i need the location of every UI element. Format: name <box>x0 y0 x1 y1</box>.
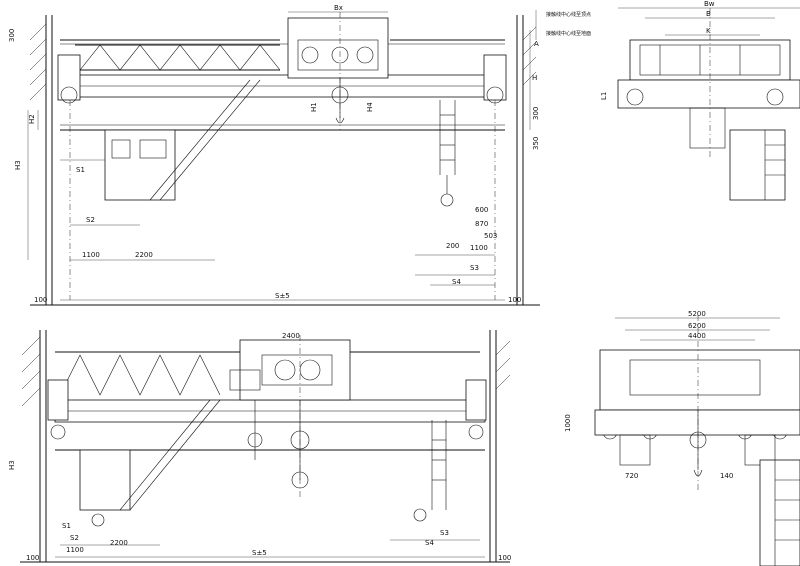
note-1: 接触线中心线至顶点 <box>546 11 591 18</box>
label-h4: H4 <box>366 102 374 112</box>
label-h: H <box>532 74 537 82</box>
label-2200-bottom: 2200 <box>110 539 128 547</box>
label-h3-bottom: H3 <box>8 460 16 470</box>
label-s3-bottom: S3 <box>440 529 449 537</box>
label-1100-bottom: 1100 <box>66 546 84 554</box>
label-a: A <box>534 40 539 48</box>
label-2400: 2400 <box>282 332 300 340</box>
top-right-side-view: Bw B K L1 <box>600 0 800 201</box>
label-720: 720 <box>625 472 638 480</box>
label-h3: H3 <box>14 160 22 170</box>
label-s2-bottom: S2 <box>70 534 79 542</box>
label-bx: Bx <box>334 4 343 12</box>
label-span-bottom: S±5 <box>252 549 267 557</box>
label-1100-b: 1100 <box>470 244 488 252</box>
label-5200: 5200 <box>688 310 706 318</box>
bottom-left-elevation: S±5 H3 2400 S1 S2 2200 1100 S3 S4 100 10… <box>8 330 511 563</box>
label-300-a: 300 <box>8 29 16 42</box>
label-s1: S1 <box>76 166 85 174</box>
label-l1: L1 <box>600 92 608 100</box>
note-2: 接触线中心线至地面 <box>546 30 591 37</box>
label-870: 870 <box>475 220 488 228</box>
label-6200: 6200 <box>688 322 706 330</box>
label-100-bl: 100 <box>26 554 39 562</box>
label-100-b: 100 <box>508 296 521 304</box>
label-s4-bottom: S4 <box>425 539 434 547</box>
label-h2: H2 <box>28 114 36 124</box>
label-span-top: S±5 <box>275 292 290 300</box>
label-300-b: 300 <box>532 107 540 120</box>
label-140: 140 <box>720 472 733 480</box>
top-left-elevation: S±5 Bx H A H3 H2 H1 H4 S1 S2 S3 S4 1100 … <box>8 4 591 306</box>
label-k: K <box>706 27 711 35</box>
label-200: 200 <box>446 242 459 250</box>
label-1000: 1000 <box>564 414 572 432</box>
label-2200: 2200 <box>135 251 153 259</box>
label-s4: S4 <box>452 278 461 286</box>
bottom-right-side-view: 5200 6200 4400 1000 720 140 <box>564 310 800 566</box>
label-s2: S2 <box>86 216 95 224</box>
label-100: 100 <box>34 296 47 304</box>
label-350: 350 <box>532 137 540 150</box>
label-600: 600 <box>475 206 488 214</box>
label-s3: S3 <box>470 264 479 272</box>
label-1100: 1100 <box>82 251 100 259</box>
label-b: B <box>706 10 711 18</box>
label-bw: Bw <box>704 0 715 8</box>
label-s1-bottom: S1 <box>62 522 71 530</box>
label-503: 503 <box>484 232 497 240</box>
label-100-br: 100 <box>498 554 511 562</box>
label-h1: H1 <box>310 102 318 112</box>
label-4400: 4400 <box>688 332 706 340</box>
